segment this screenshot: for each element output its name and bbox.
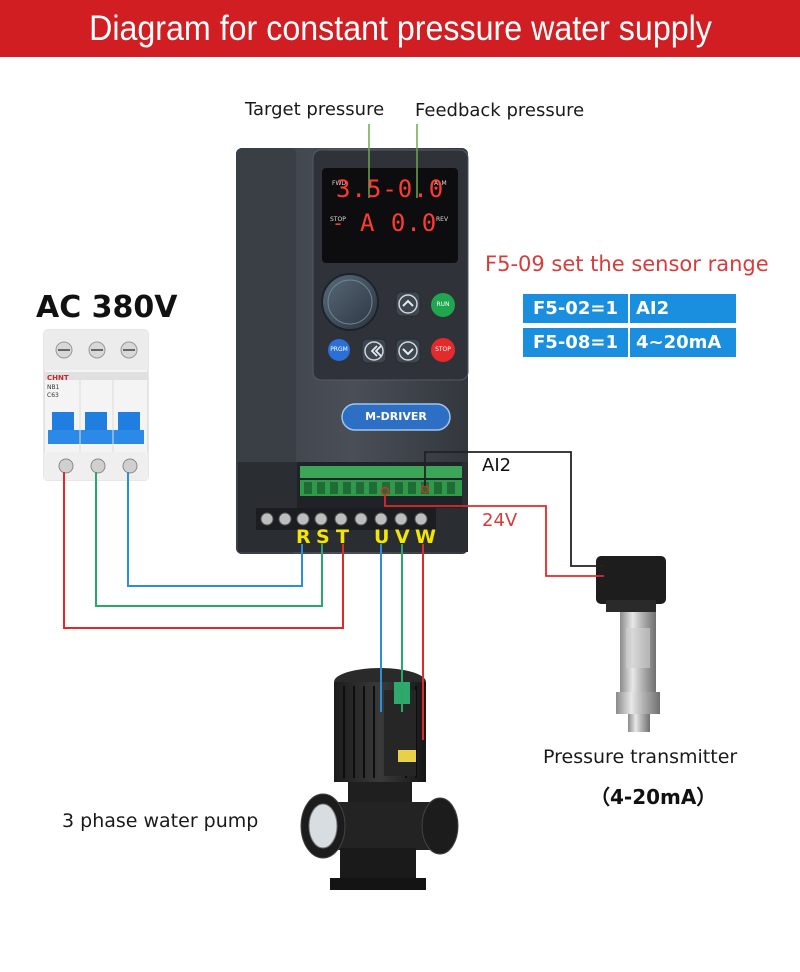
terminal-w: W (415, 526, 436, 548)
brand-logo: M-DRIVER (365, 410, 427, 423)
wire-green-input (95, 472, 323, 607)
target-pressure-label: Target pressure (245, 99, 385, 120)
title-bar: Diagram for constant pressure water supp… (0, 0, 800, 57)
wire-ai2 (424, 451, 604, 567)
indicator-stop: STOP (330, 216, 346, 223)
circuit-breaker (43, 329, 149, 481)
ai2-label: AI2 (482, 455, 512, 476)
param-row: F5-08=1 4~20mA (523, 328, 736, 357)
display-sign: - (332, 211, 346, 235)
terminal-v: V (395, 526, 410, 548)
transmitter-label: Pressure transmitter (543, 746, 738, 768)
indicator-fwd: FWD (332, 180, 347, 187)
param-code: F5-08=1 (523, 328, 630, 357)
breaker-rating: C63 (47, 392, 59, 399)
sensor-range-note: F5-09 set the sensor range (485, 252, 769, 276)
prgm-button[interactable]: PRGM (330, 346, 348, 353)
indicator-rev: REV (436, 216, 449, 223)
param-code: F5-02=1 (523, 294, 630, 323)
inverter-display: FWD ALM 3.5-0.0 STOP REV - A 0.0 (330, 171, 452, 259)
wire-24v (384, 494, 604, 577)
pressure-transmitter (596, 556, 666, 732)
water-pump (300, 668, 459, 890)
terminal-t: T (336, 526, 349, 548)
terminal-r: R (296, 526, 311, 548)
transmitter-range: （4-20mA） (590, 785, 717, 809)
terminal-s: S (316, 526, 330, 548)
run-button[interactable]: RUN (436, 301, 450, 308)
breaker-brand: CHNT (47, 374, 69, 382)
power-supply-label: AC 380V (36, 290, 178, 325)
wire-blue-input (127, 472, 303, 587)
pump-label: 3 phase water pump (62, 810, 259, 832)
terminal-u: U (374, 526, 390, 548)
stop-button[interactable]: STOP (435, 346, 451, 353)
param-value: AI2 (630, 294, 736, 323)
param-row: F5-02=1 AI2 (523, 294, 736, 323)
display-line2: A 0.0 (360, 209, 438, 237)
inverter (236, 148, 469, 554)
page-title: Diagram for constant pressure water supp… (88, 8, 712, 48)
indicator-alm: ALM (434, 180, 447, 187)
wire-red-input (63, 472, 344, 629)
breaker-model: NB1 (47, 384, 60, 391)
24v-label: 24V (482, 510, 518, 531)
param-value: 4~20mA (630, 328, 736, 357)
feedback-pressure-label: Feedback pressure (415, 100, 585, 121)
display-line1: 3.5-0.0 (336, 175, 445, 203)
